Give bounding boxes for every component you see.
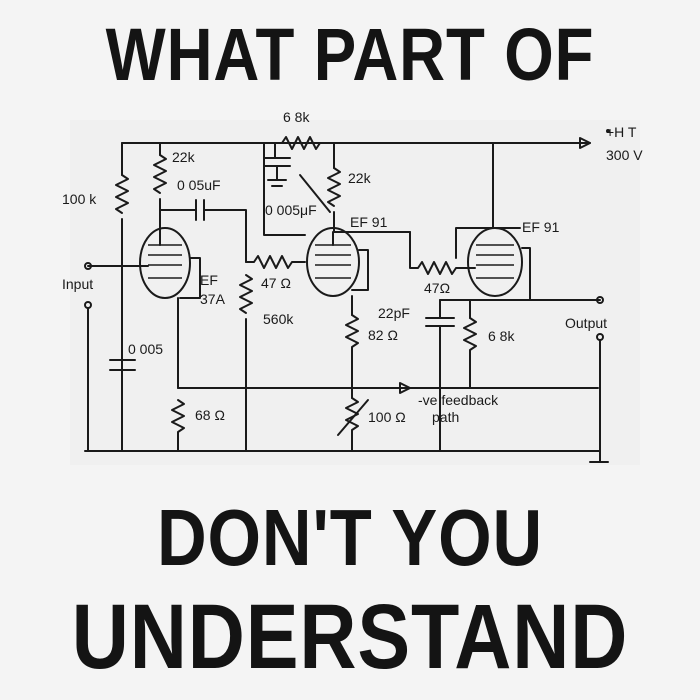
label-6k8-b: 6 8k bbox=[488, 328, 515, 344]
label-560k: 560k bbox=[263, 311, 294, 327]
label-ht: +H T bbox=[606, 124, 637, 140]
label-feedback: -ve feedback bbox=[418, 392, 499, 408]
resistor-560k bbox=[239, 274, 253, 314]
label-0005uf: 0 005μF bbox=[265, 202, 317, 218]
resistor-47-b bbox=[409, 231, 476, 275]
label-feedback-path: path bbox=[432, 409, 459, 425]
label-tube2: EF 91 bbox=[350, 214, 388, 230]
label-tube1-code: 37A bbox=[200, 291, 226, 307]
label-005uf: 0 05uF bbox=[177, 177, 221, 193]
resistor-22k-b bbox=[327, 167, 341, 207]
resistor-100k bbox=[115, 174, 129, 214]
label-ht-voltage: 300 V bbox=[606, 147, 643, 163]
headline-bottom: UNDERSTAND bbox=[71, 586, 629, 688]
label-68: 68 Ω bbox=[195, 407, 225, 423]
label-input: Input bbox=[62, 276, 93, 292]
resistor-82 bbox=[345, 314, 359, 389]
resistor-68 bbox=[171, 399, 185, 452]
label-tube1: EF bbox=[200, 272, 218, 288]
label-tube3: EF 91 bbox=[522, 219, 560, 235]
resistor-6k8-top bbox=[281, 136, 321, 150]
tube-ef91-a bbox=[306, 227, 360, 297]
label-47-b: 47Ω bbox=[424, 280, 450, 296]
tube-ef37a bbox=[139, 227, 191, 299]
label-0005: 0 005 bbox=[128, 341, 163, 357]
headline-top: WHAT PART OF bbox=[105, 13, 595, 96]
resistor-6k8-b bbox=[463, 317, 477, 389]
capacitor-22pf bbox=[425, 299, 455, 452]
label-82: 82 Ω bbox=[368, 327, 398, 343]
label-output: Output bbox=[565, 315, 607, 331]
label-6k8-top: 6 8k bbox=[283, 109, 310, 125]
resistor-100 bbox=[345, 397, 359, 452]
label-22k-a: 22k bbox=[172, 149, 196, 165]
resistor-22k-a bbox=[153, 154, 167, 194]
label-100k: 100 k bbox=[62, 191, 97, 207]
label-47-a: 47 Ω bbox=[261, 275, 291, 291]
label-100: 100 Ω bbox=[368, 409, 406, 425]
capacitor-0005 bbox=[109, 359, 136, 371]
output-terminal bbox=[596, 296, 604, 304]
resistor-47-a bbox=[245, 255, 306, 269]
label-22pf: 22pF bbox=[378, 305, 410, 321]
label-22k-b: 22k bbox=[348, 170, 372, 186]
feedback-path bbox=[177, 382, 599, 394]
headline-middle: DON'T YOU bbox=[157, 493, 543, 582]
